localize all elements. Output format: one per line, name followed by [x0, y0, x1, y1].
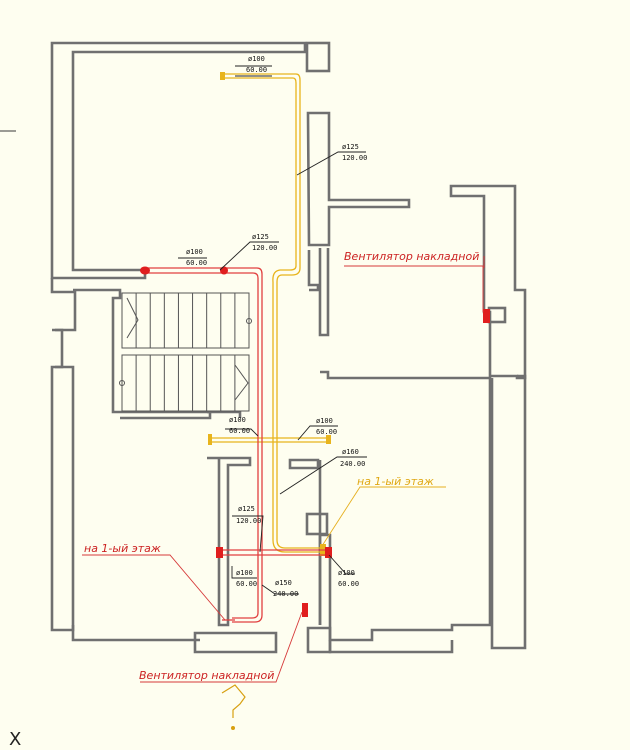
vol-120-mid: 120.00 [252, 244, 277, 252]
dia-100-b2: ø100 [338, 569, 355, 577]
vol-60-b1: 60.00 [236, 580, 257, 588]
dia-150-b: ø150 [275, 579, 292, 587]
vol-60-c2: 60.00 [316, 428, 337, 436]
vol-60-left: 60.00 [186, 259, 207, 267]
duct-yellow-main [208, 72, 331, 556]
floor1-note-right: на 1-ый этаж [357, 475, 434, 488]
fan-note-right: Вентилятор накладной [344, 250, 479, 263]
fan-right-icon [483, 309, 490, 323]
vol-120-b: 120.00 [236, 517, 261, 525]
cursor-dot-icon [231, 726, 235, 730]
vol-120-top: 120.00 [342, 154, 367, 162]
yellow-grille-right [326, 435, 331, 444]
dia-160-a: ø160 [342, 448, 359, 456]
red-grille-left [140, 266, 150, 275]
yellow-grille-left [208, 434, 212, 445]
dia-100-b1: ø100 [236, 569, 253, 577]
vol-240-b: 240.00 [273, 590, 298, 598]
leaders [82, 65, 485, 683]
floor1-note-left: на 1-ый этаж [84, 542, 161, 555]
dia-125-mid: ø125 [252, 233, 269, 241]
staircase [119, 292, 252, 412]
duct-red-main [140, 266, 490, 623]
dia-125-b: ø125 [238, 505, 255, 513]
red-grille-b1 [216, 547, 223, 558]
fan-bottom-icon [302, 603, 308, 617]
red-grille-b2 [325, 547, 332, 558]
misc-cad: X [0, 130, 246, 750]
dia-top: ø100 [248, 55, 265, 63]
vol-240-a: 240.00 [340, 460, 365, 468]
dia-100-left: ø100 [186, 248, 203, 256]
dia-100-c1: ø100 [229, 416, 246, 424]
notes: Вентилятор накладной Вентилятор накладно… [84, 250, 479, 682]
vol-60-b2: 60.00 [338, 580, 359, 588]
vol-60-c1: 60.00 [229, 427, 250, 435]
duct-labels: ø100 60.00 ø125 120.00 ø100 60.00 ø125 1… [186, 55, 367, 598]
walls [50, 41, 527, 654]
red-grille-mid [220, 266, 228, 275]
dia-125-top: ø125 [342, 143, 359, 151]
yellow-grille-top [220, 72, 225, 80]
cursor-question-icon [221, 684, 246, 718]
fan-note-bottom: Вентилятор накладной [139, 669, 274, 682]
vol-top: 60.00 [246, 66, 267, 74]
ucs-axis-icon: X [9, 729, 21, 750]
dia-100-c2: ø100 [316, 417, 333, 425]
